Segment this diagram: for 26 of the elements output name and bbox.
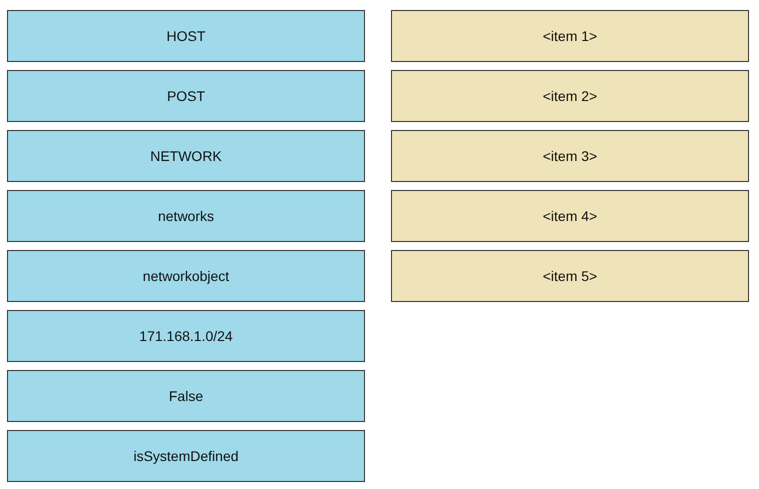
box-label: 171.168.1.0/24 [139, 328, 233, 344]
term-box [7, 190, 365, 242]
box-label: networkobject [142, 268, 230, 284]
term-box [7, 250, 365, 302]
box-label: <item 4> [542, 208, 598, 224]
term-box [7, 370, 365, 422]
answer-slot [391, 250, 749, 302]
box-label: <item 1> [542, 28, 598, 44]
term-box [7, 310, 365, 362]
answer-slot [391, 190, 749, 242]
term-box [7, 10, 365, 62]
answer-slot [391, 130, 749, 182]
box-label: <item 5> [542, 268, 598, 284]
term-box [7, 430, 365, 482]
answer-slot [391, 10, 749, 62]
box-label: <item 3> [542, 148, 598, 164]
box-label: False [168, 388, 204, 404]
box-label: isSystemDefined [133, 448, 239, 464]
answer-slot [391, 70, 749, 122]
box-label: HOST [166, 28, 206, 44]
box-label: NETWORK [150, 148, 222, 164]
term-box [7, 70, 365, 122]
box-label: <item 2> [542, 88, 598, 104]
box-label: networks [158, 208, 214, 224]
term-box [7, 130, 365, 182]
box-label: POST [166, 88, 206, 104]
